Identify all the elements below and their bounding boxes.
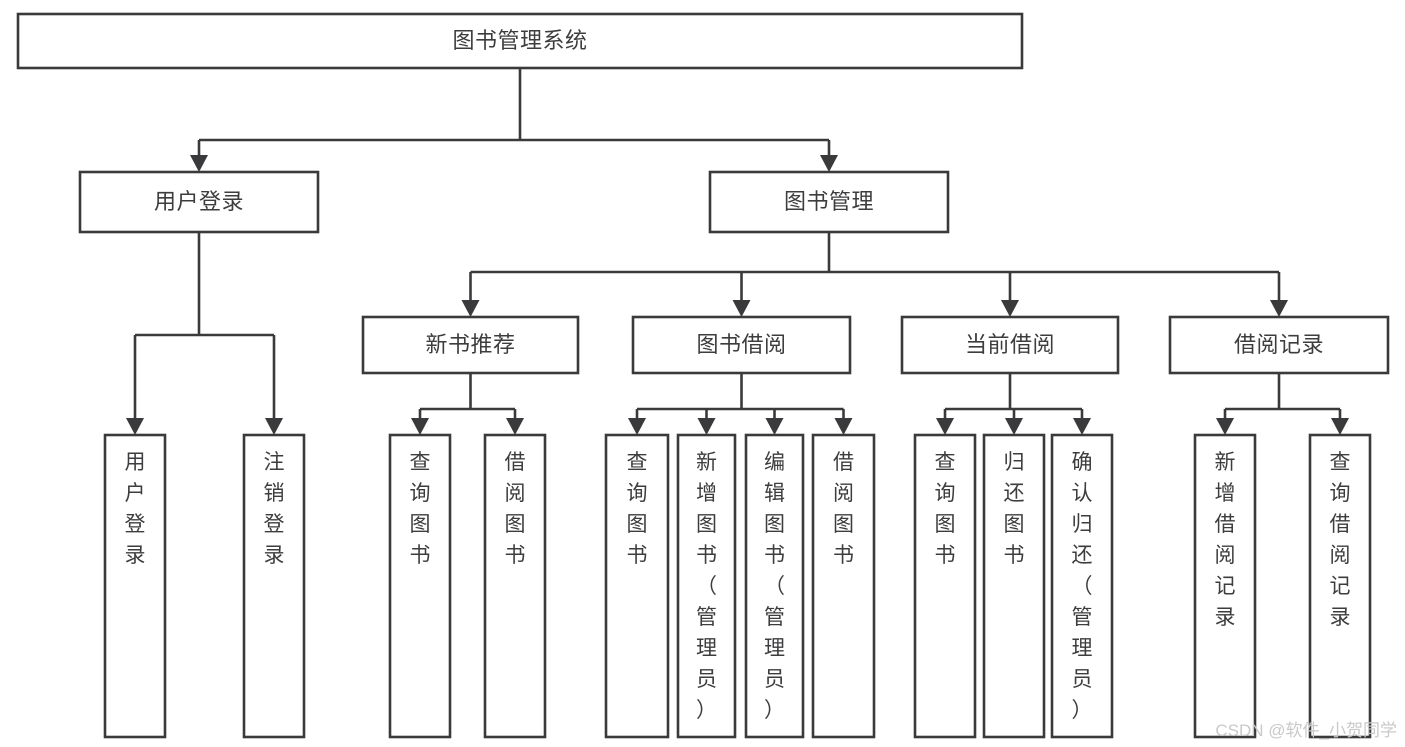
node-current-borrow[interactable]: 当前借阅 (900, 315, 1120, 375)
node-label-user-login-do: 用户登录 (125, 451, 146, 567)
node-label-borrow-query-book: 查询图书 (627, 451, 648, 567)
node-current-query-book[interactable]: 查询图书 (913, 433, 977, 739)
node-label-recommend-borrow-book: 借阅图书 (505, 451, 526, 567)
node-box-recommend-query-book (388, 433, 452, 739)
node-box-current-return-book (982, 433, 1046, 739)
node-label-borrow-edit-book: 编辑图书（管理员） (764, 451, 785, 722)
new-book-recommend-to-leaves-branch-0-arrowhead (411, 418, 429, 435)
node-borrow-query-book[interactable]: 查询图书 (604, 433, 670, 739)
node-box-borrow-add-book (676, 433, 737, 739)
node-label-current-confirm-return: 确认归还（管理员） (1072, 451, 1093, 722)
node-label-borrow-record: 借阅记录 (1234, 332, 1324, 357)
borrow-record-to-leaves-branch-1-arrowhead (1331, 418, 1349, 435)
root-to-level2-branch-0-arrowhead (190, 155, 208, 172)
node-new-book-recommend[interactable]: 新书推荐 (361, 315, 580, 375)
node-borrow-record[interactable]: 借阅记录 (1168, 315, 1390, 375)
node-label-borrow-borrow-book: 借阅图书 (833, 451, 854, 567)
node-box-new-book-recommend (361, 315, 580, 375)
node-label-current-borrow: 当前借阅 (965, 332, 1055, 357)
node-book-manage[interactable]: 图书管理 (708, 170, 950, 234)
node-box-record-query (1308, 433, 1372, 739)
node-label-record-add: 新增借阅记录 (1215, 451, 1236, 629)
node-box-user-login-do (103, 433, 167, 739)
node-label-book-manage: 图书管理 (784, 189, 874, 214)
node-box-book-borrow (631, 315, 852, 375)
book-manage-to-categories-branch-0-arrowhead (461, 300, 480, 317)
node-box-current-borrow (900, 315, 1120, 375)
book-borrow-to-leaves-branch-2-arrowhead (765, 418, 784, 435)
node-label-recommend-query-book: 查询图书 (410, 451, 431, 567)
connector-layer (126, 68, 1349, 435)
book-manage-to-categories-branch-3-arrowhead (1270, 300, 1288, 317)
book-manage-to-categories-branch-1-arrowhead (732, 300, 751, 317)
node-box-recommend-borrow-book (483, 433, 547, 739)
node-borrow-edit-book[interactable]: 编辑图书（管理员） (744, 433, 805, 739)
node-current-return-book[interactable]: 归还图书 (982, 433, 1046, 739)
current-borrow-to-leaves-branch-2-arrowhead (1073, 418, 1091, 435)
node-box-root (16, 12, 1024, 70)
book-borrow-to-leaves-branch-1-arrowhead (697, 418, 716, 435)
node-box-borrow-record (1168, 315, 1390, 375)
node-label-current-query-book: 查询图书 (935, 451, 956, 567)
book-borrow-to-leaves-branch-3-arrowhead (834, 418, 853, 435)
node-box-current-confirm-return (1050, 433, 1114, 739)
node-label-user-login: 用户登录 (154, 189, 244, 214)
node-box-borrow-edit-book (744, 433, 805, 739)
node-borrow-add-book[interactable]: 新增图书（管理员） (676, 433, 737, 739)
node-label-current-return-book: 归还图书 (1004, 451, 1025, 567)
node-box-borrow-borrow-book (811, 433, 876, 739)
user-login-to-leaves-branch-0-arrowhead (126, 418, 144, 435)
node-box-borrow-query-book (604, 433, 670, 739)
root-to-level2-branch-1-arrowhead (820, 155, 838, 172)
book-borrow-to-leaves-branch-0-arrowhead (628, 418, 646, 435)
node-book-borrow[interactable]: 图书借阅 (631, 315, 852, 375)
node-label-user-logout: 注销登录 (264, 451, 285, 567)
node-box-record-add (1193, 433, 1257, 739)
node-box-user-login (78, 170, 320, 234)
new-book-recommend-to-leaves-branch-1-arrowhead (506, 418, 524, 435)
node-current-confirm-return[interactable]: 确认归还（管理员） (1050, 433, 1114, 739)
node-label-root: 图书管理系统 (452, 28, 587, 53)
node-label-borrow-add-book: 新增图书（管理员） (696, 451, 717, 722)
node-recommend-query-book[interactable]: 查询图书 (388, 433, 452, 739)
node-user-logout[interactable]: 注销登录 (242, 433, 306, 739)
borrow-record-to-leaves-branch-0-arrowhead (1216, 418, 1234, 435)
node-label-record-query: 查询借阅记录 (1330, 451, 1351, 629)
node-layer: 图书管理系统用户登录图书管理用户登录注销登录新书推荐图书借阅当前借阅借阅记录查询… (16, 12, 1390, 739)
node-label-book-borrow: 图书借阅 (696, 332, 786, 357)
node-box-current-query-book (913, 433, 977, 739)
node-user-login-do[interactable]: 用户登录 (103, 433, 167, 739)
node-root[interactable]: 图书管理系统 (16, 12, 1024, 70)
current-borrow-to-leaves-branch-0-arrowhead (936, 418, 954, 435)
book-manage-to-categories-branch-2-arrowhead (1001, 300, 1019, 317)
node-record-add[interactable]: 新增借阅记录 (1193, 433, 1257, 739)
user-login-to-leaves-branch-1-arrowhead (265, 418, 283, 435)
node-label-new-book-recommend: 新书推荐 (425, 332, 515, 357)
node-borrow-borrow-book[interactable]: 借阅图书 (811, 433, 876, 739)
node-box-user-logout (242, 433, 306, 739)
current-borrow-to-leaves-branch-1-arrowhead (1005, 418, 1023, 435)
node-user-login[interactable]: 用户登录 (78, 170, 320, 234)
node-recommend-borrow-book[interactable]: 借阅图书 (483, 433, 547, 739)
node-box-book-manage (708, 170, 950, 234)
node-record-query[interactable]: 查询借阅记录 (1308, 433, 1372, 739)
